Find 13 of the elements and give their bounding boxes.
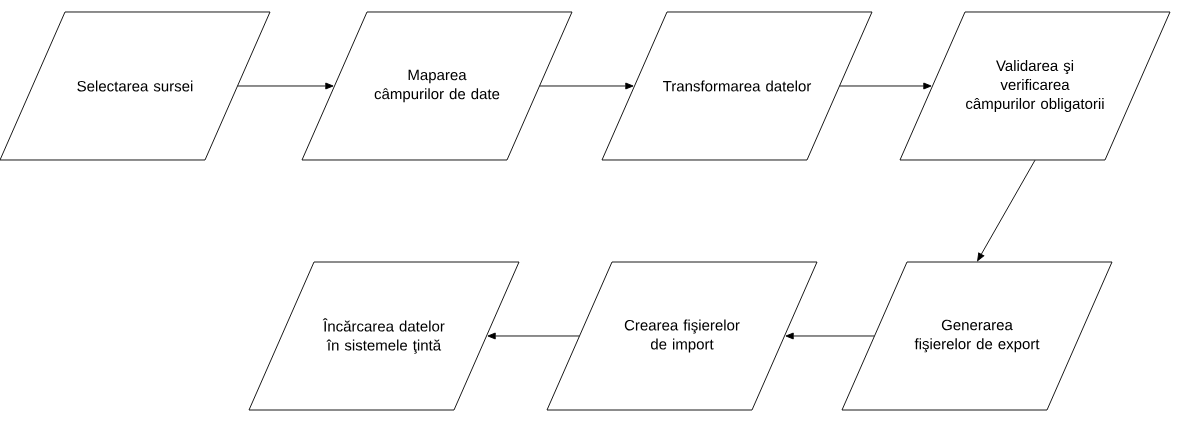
- parallelogram-box: Selectarea sursei: [0, 11, 271, 161]
- parallelogram-box: Transformarea datelor: [601, 11, 873, 161]
- parallelogram-box: Încărcarea datelor în sistemele ţintă: [248, 261, 520, 411]
- parallelogram-box: Generarea fişierelor de export: [841, 261, 1113, 411]
- arrow: [977, 159, 1036, 262]
- parallelogram-box: Maparea câmpurilor de date: [301, 11, 573, 161]
- parallelogram-box: Validarea şi verificarea câmpurilor obligatorii: [899, 11, 1171, 161]
- arrow: [839, 82, 932, 90]
- parallelogram-box: Crearea fişierelor de import: [546, 261, 818, 411]
- arrow: [539, 82, 634, 90]
- arrow: [785, 332, 875, 340]
- arrow: [237, 82, 334, 90]
- arrow: [487, 332, 580, 340]
